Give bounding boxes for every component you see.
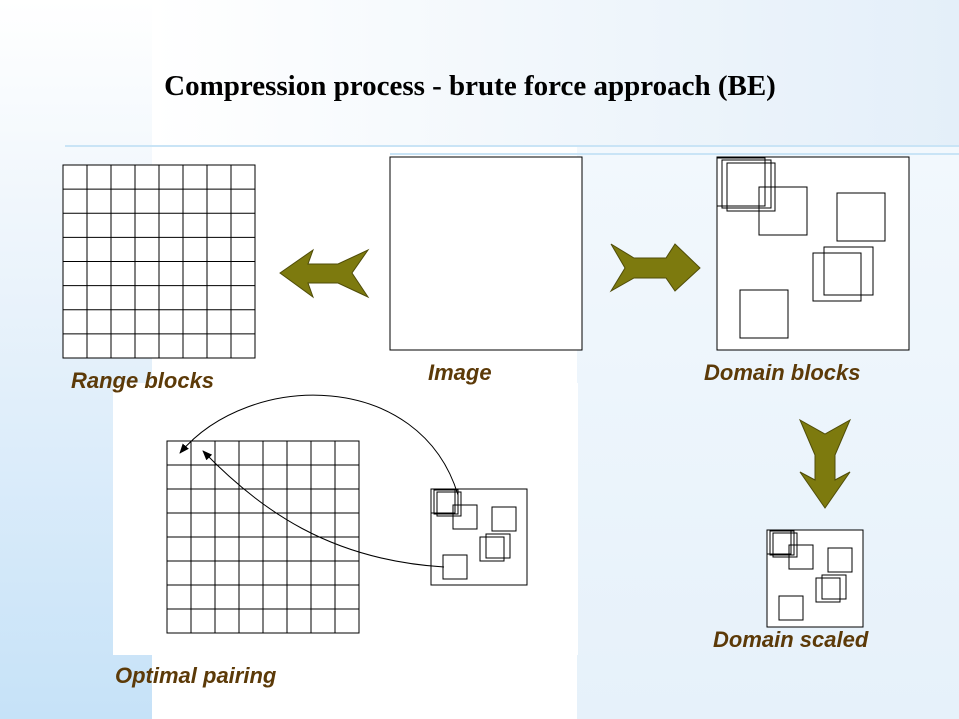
domain-block — [836, 192, 886, 242]
domain-block — [716, 157, 766, 207]
domain-block — [485, 533, 511, 559]
domain-block — [766, 529, 792, 555]
domain-scaled-box — [766, 529, 864, 628]
range-blocks-grid — [62, 164, 256, 359]
domain-block — [823, 246, 874, 296]
domain-block — [827, 547, 853, 573]
domain-blocks-box — [716, 156, 910, 351]
domain-block — [430, 488, 456, 514]
header-rule-secondary — [390, 153, 959, 155]
domain-block — [739, 289, 789, 339]
label-domain-blocks: Domain blocks — [704, 360, 861, 385]
header-rule — [65, 145, 959, 147]
domain-block — [778, 595, 804, 621]
domain-block — [452, 504, 478, 530]
pairing-curve-upper — [179, 394, 459, 496]
left-arrow-icon — [279, 248, 370, 299]
domain-block — [436, 491, 462, 517]
background-top-band — [152, 0, 959, 145]
domain-block — [721, 159, 772, 209]
pairing-curve-lower — [202, 450, 445, 568]
label-image: Image — [428, 360, 492, 385]
domain-block — [821, 574, 847, 600]
down-arrow-icon — [798, 418, 852, 509]
image-box — [389, 156, 583, 351]
optimal-pairing-grid — [166, 440, 360, 634]
right-arrow-icon — [609, 243, 701, 293]
label-range-blocks: Range blocks — [71, 368, 215, 393]
domain-block — [812, 252, 862, 302]
domain-block — [788, 544, 814, 570]
domain-block — [433, 489, 459, 515]
domain-block — [769, 530, 795, 556]
label-domain-scaled: Domain scaled — [713, 627, 869, 652]
domain-block — [491, 506, 517, 532]
domain-block — [815, 577, 841, 603]
domain-block — [758, 186, 808, 236]
pairing-domain-box — [430, 488, 528, 586]
page-title: Compression process - brute force approa… — [164, 70, 776, 102]
label-optimal-pairing: Optimal pairing — [115, 663, 277, 688]
domain-block — [479, 536, 505, 562]
